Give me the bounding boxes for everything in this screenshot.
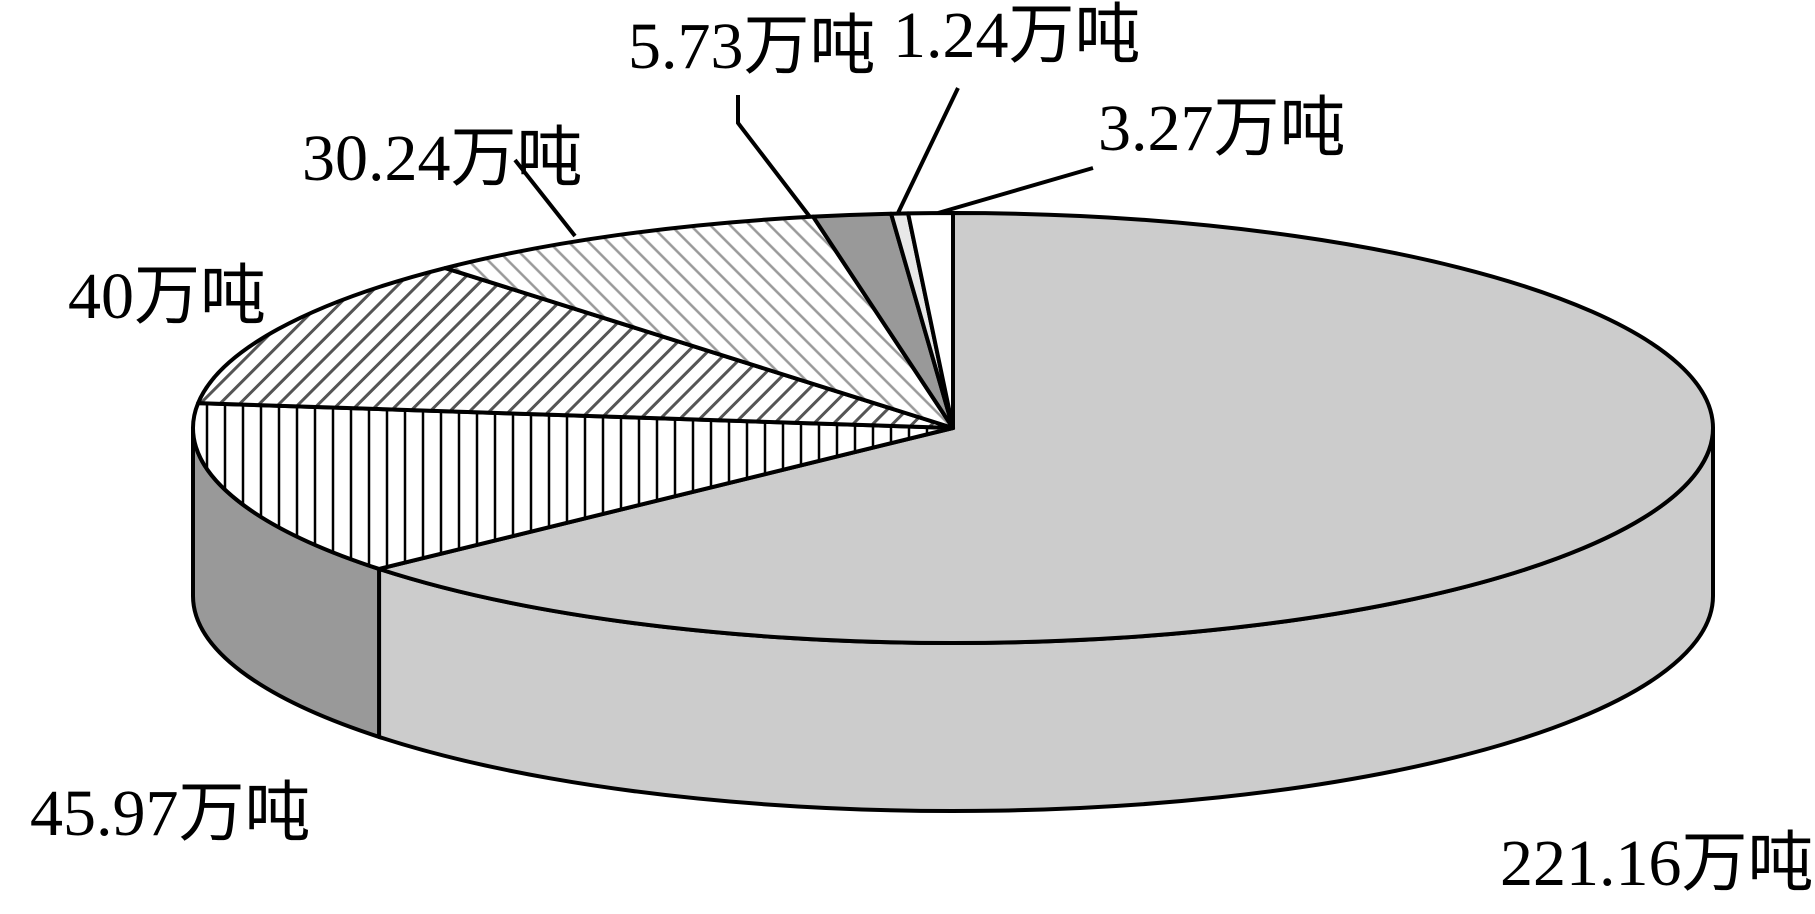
slice-label-1: 45.97万吨 bbox=[30, 777, 311, 850]
slice-label-3: 30.24万吨 bbox=[302, 122, 583, 195]
slice-top-6 bbox=[906, 210, 955, 430]
slice-label-5: 1.24万吨 bbox=[893, 0, 1141, 72]
leader-line-5 bbox=[896, 87, 960, 214]
slice-top-1 bbox=[191, 401, 955, 571]
leader-line-6 bbox=[937, 166, 1094, 215]
slice-top-3 bbox=[443, 214, 955, 430]
slice-label-2: 40万吨 bbox=[68, 260, 266, 333]
pie-top-face bbox=[191, 210, 1715, 645]
leader-line-4 bbox=[736, 95, 812, 219]
slice-label-0: 221.16万吨 bbox=[1500, 827, 1814, 900]
leader-line-3 bbox=[513, 158, 577, 238]
slice-top-0 bbox=[377, 211, 1715, 645]
slice-labels: 221.16万吨 45.97万吨 40万吨 30.24万吨 5.73万吨 1.2… bbox=[30, 0, 1814, 900]
slice-label-6: 3.27万吨 bbox=[1098, 92, 1346, 165]
leader-lines bbox=[513, 87, 1094, 238]
slice-label-4: 5.73万吨 bbox=[628, 10, 876, 83]
slice-top-2 bbox=[196, 266, 955, 430]
